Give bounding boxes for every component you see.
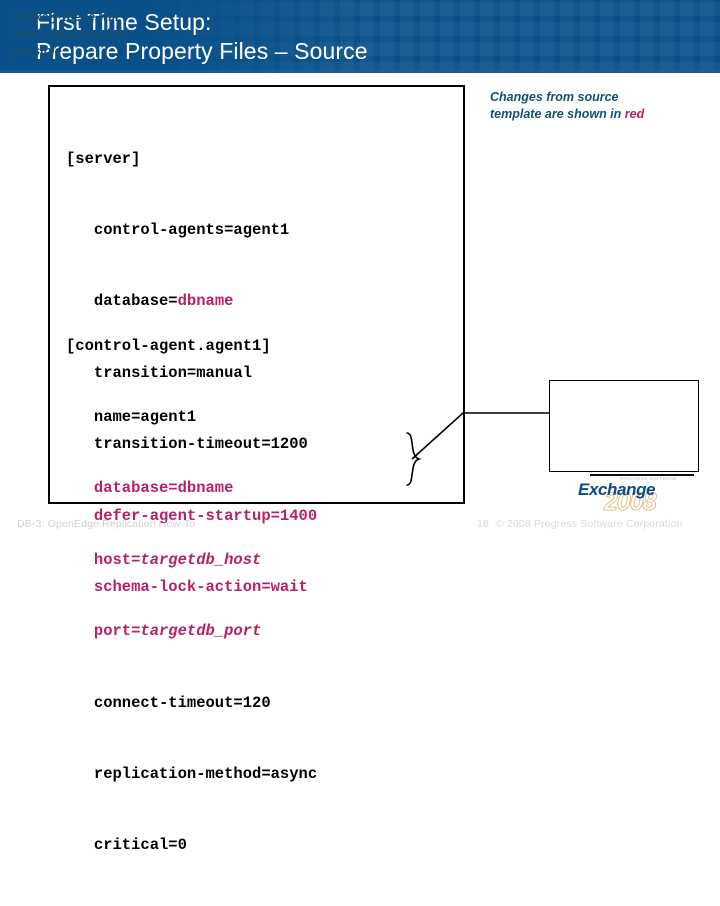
code-key: host=	[93, 550, 141, 569]
callout-leader-line	[411, 412, 549, 460]
code-key: database=	[93, 292, 178, 311]
code-value: dbname	[177, 292, 234, 311]
code-line: host=targetdb_host	[66, 549, 317, 573]
curly-brace-icon	[406, 432, 422, 486]
code-key: port=	[93, 622, 141, 641]
callout-changes-from-source: Changes from source template are shown i…	[490, 89, 700, 122]
code-line: critical=0	[93, 836, 187, 855]
header-bottom-edge	[0, 70, 720, 73]
code-line: transition=manual	[93, 363, 253, 382]
callout-line-1: Changes from source	[490, 90, 619, 104]
callout-box-text: Unlikely these will need changing, but p…	[11, 10, 126, 58]
code-line: database=dbname	[93, 479, 234, 498]
code-value: targetdb_port	[140, 622, 262, 641]
code-line: name=agent1	[93, 407, 197, 426]
code-line: transition-timeout=1200	[93, 435, 308, 454]
code-line: database=dbname	[66, 290, 317, 314]
footer-session-label: DB-3: OpenEdge Replication How-To	[17, 518, 196, 530]
exchange-2008-logo: 2008 PROGRESS SOFTWARE Exchange	[576, 474, 698, 517]
logo-year-outline: 2008	[604, 488, 658, 517]
code-value: targetdb_host	[140, 550, 262, 569]
header-gradient-overlay	[0, 0, 360, 73]
footer-copyright-area: 18 © 2008 Progress Software Corporation	[477, 518, 682, 530]
callout-box-unlikely-changes	[549, 380, 699, 472]
code-line: defer-agent-startup=1400	[93, 506, 318, 525]
footer-copyright: © 2008 Progress Software Corporation	[495, 518, 683, 530]
code-line: control-agents=agent1	[93, 220, 290, 239]
code-line: port=targetdb_port	[66, 620, 317, 644]
logo-wordmark: Exchange	[578, 480, 656, 499]
code-section-header: [server]	[66, 149, 141, 168]
logo-top-rule	[590, 474, 694, 476]
code-section-header: [control-agent.agent1]	[66, 336, 271, 355]
code-line: connect-timeout=120	[93, 693, 271, 712]
code-block-control-agent: [control-agent.agent1] name=agent1 datab…	[66, 287, 317, 906]
page-title: First Time Setup: Prepare Property Files…	[36, 9, 368, 64]
callout-line-2-prefix: template are shown in	[490, 106, 625, 121]
callout-red-highlight: red	[624, 106, 645, 121]
footer-page-number: 18	[477, 518, 489, 530]
code-line: replication-method=async	[93, 764, 318, 783]
slide-header-banner	[0, 0, 720, 73]
